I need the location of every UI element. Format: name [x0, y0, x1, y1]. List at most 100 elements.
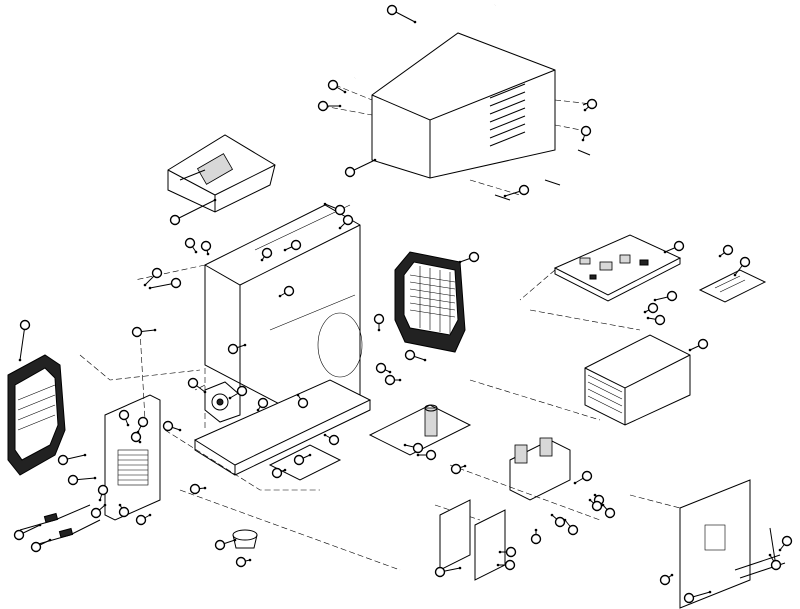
callout-c46 [271, 467, 287, 479]
callout-dot [228, 396, 232, 400]
callout-circle [169, 214, 181, 226]
callout-circle [770, 559, 782, 571]
contactor-assembly [509, 437, 571, 501]
callout-circle [328, 434, 340, 446]
callout-dot [143, 283, 147, 287]
callout-dot [503, 194, 507, 198]
power-cord [353, 3, 497, 80]
callout-c18 [733, 256, 751, 277]
front-bezel [7, 354, 66, 476]
callout-c54 [601, 503, 616, 519]
callout-c62 [30, 538, 52, 553]
callout-dot [178, 428, 182, 432]
callout-dot [413, 20, 417, 24]
callout-dot [403, 443, 407, 447]
callout-dot [233, 538, 237, 542]
callout-dot [343, 90, 347, 94]
callout-dot [688, 348, 692, 352]
callout-dot [581, 138, 585, 142]
callout-dot [670, 573, 674, 577]
callout-dot [653, 298, 657, 302]
callout-circle [317, 100, 329, 112]
callout-c13 [283, 239, 302, 252]
callout-c02 [327, 79, 347, 94]
callout-circle [30, 541, 42, 553]
heatsink-fins [587, 374, 623, 414]
callout-dot [768, 553, 772, 557]
callout-dot [733, 273, 737, 277]
callout-circle [297, 397, 309, 409]
callout-dot [278, 294, 282, 298]
callout-c68 [768, 553, 782, 571]
callout-dot [203, 390, 207, 394]
callout-c56 [118, 503, 130, 518]
callout-dot [643, 310, 647, 314]
callout-c21 [278, 285, 295, 298]
callout-c24 [646, 314, 666, 326]
callout-circle [647, 302, 659, 314]
rectifier-board [368, 404, 472, 456]
callout-dot [283, 468, 287, 472]
callout-circle [67, 474, 79, 486]
callout-circle [214, 539, 226, 551]
callout-c70 [659, 573, 674, 586]
callout-c09 [323, 202, 346, 216]
callout-c50 [97, 484, 109, 502]
callout-c20 [148, 277, 182, 290]
callout-c05 [580, 125, 592, 142]
callout-circle [137, 416, 149, 428]
callout-c17 [458, 251, 480, 264]
callout-dot [583, 108, 587, 112]
callout-c28 [227, 343, 247, 355]
callout-dot [153, 328, 157, 332]
callout-circle [151, 267, 163, 279]
callout-circle [135, 514, 147, 526]
callout-circle [781, 535, 793, 547]
callout-circle [591, 500, 603, 512]
callout-circle [334, 204, 346, 216]
callout-dot [373, 158, 377, 162]
callout-c27 [373, 313, 385, 332]
callout-c48 [450, 463, 467, 475]
callout-c45 [293, 453, 312, 466]
callout-circle [739, 256, 751, 268]
component-tray [167, 134, 276, 213]
callout-circle [327, 79, 339, 91]
callout-c57 [135, 513, 152, 526]
callout-dot [534, 528, 538, 532]
callout-circle [189, 483, 201, 495]
callout-dot [206, 252, 210, 256]
callout-circle [19, 319, 31, 331]
callout-c01 [386, 4, 417, 24]
callout-c59 [563, 518, 579, 536]
callout-circle [118, 506, 130, 518]
callout-dot [388, 370, 392, 374]
callout-c34 [228, 385, 248, 400]
callout-dot [38, 523, 42, 527]
callout-c71 [683, 590, 712, 604]
rear-panel [629, 479, 751, 609]
callout-circle [581, 470, 593, 482]
callout-circle [666, 290, 678, 302]
callout-c25 [18, 319, 31, 362]
callout-dot [338, 226, 342, 230]
callout-dot [213, 198, 217, 202]
callout-circle [504, 559, 516, 571]
callout-circle [604, 507, 616, 519]
callout-c40 [130, 431, 142, 444]
callout-dot [203, 486, 207, 490]
callout-dot [126, 423, 130, 427]
callout-dot [148, 286, 152, 290]
callout-c58 [550, 513, 566, 528]
callout-c60 [530, 528, 542, 545]
callout-c29 [688, 338, 709, 352]
callout-circle [342, 214, 354, 226]
callout-c06 [344, 158, 377, 178]
callout-dot [118, 503, 122, 507]
callout-circle [170, 277, 182, 289]
callout-dot [283, 248, 287, 252]
callout-dot [498, 550, 502, 554]
callout-dot [423, 358, 427, 362]
callout-dot [256, 408, 260, 412]
